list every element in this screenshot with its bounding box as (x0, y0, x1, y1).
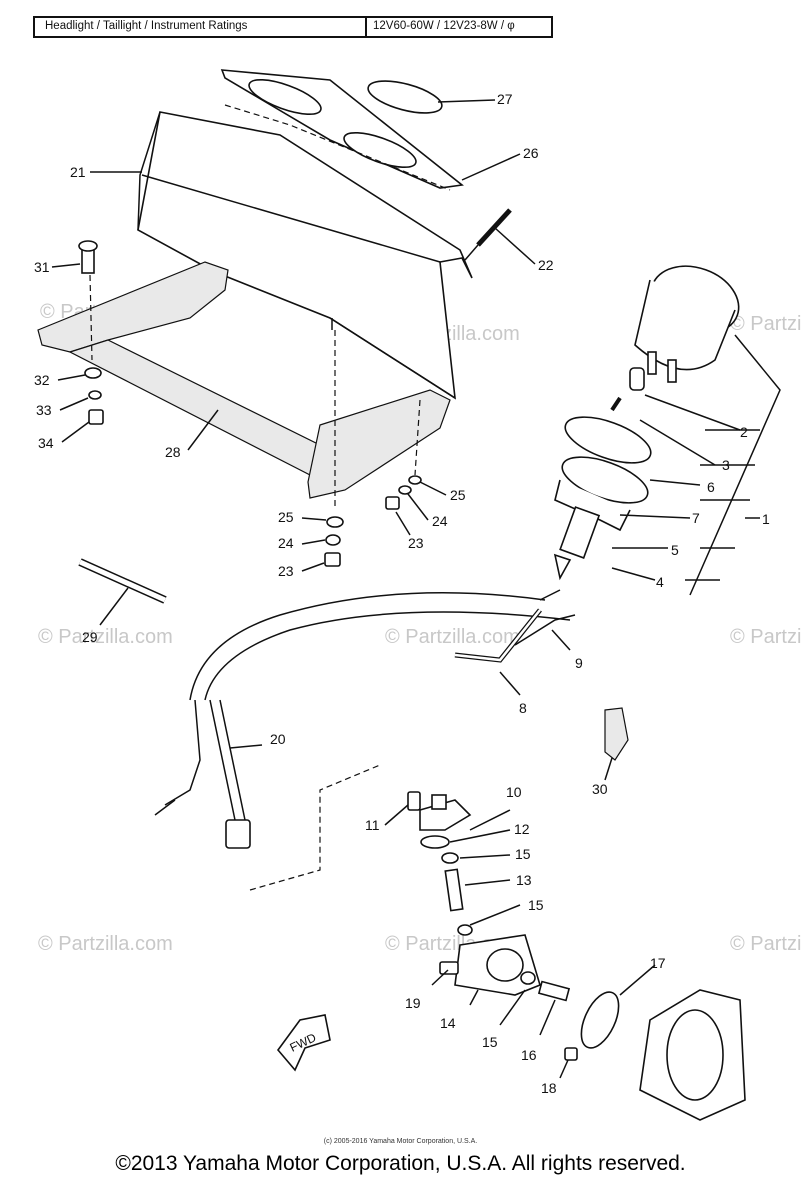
callout-15-mid: 15 (528, 897, 544, 913)
ratings-label: Headlight / Taillight / Instrument Ratin… (35, 18, 367, 36)
callout-24-left: 24 (278, 535, 294, 551)
part-20-switch (154, 699, 381, 891)
callout-8: 8 (519, 700, 527, 716)
callout-18: 18 (541, 1080, 557, 1096)
parts-31-34-fasteners (78, 240, 104, 425)
callout-17: 17 (650, 955, 666, 971)
callout-29: 29 (82, 629, 98, 645)
callout-5: 5 (671, 542, 679, 558)
part-26-gasket (220, 69, 464, 189)
callout-32: 32 (34, 372, 50, 388)
callout-27: 27 (497, 91, 513, 107)
copyright-notice: ©2013 Yamaha Motor Corporation, U.S.A. A… (115, 1152, 686, 1175)
callout-25-right: 25 (450, 487, 466, 503)
watermark: © Partzilla.com (730, 626, 801, 648)
callout-12: 12 (514, 821, 530, 837)
callout-22: 22 (538, 257, 554, 273)
callout-34: 34 (38, 435, 54, 451)
ratings-header-box: Headlight / Taillight / Instrument Ratin… (33, 16, 553, 38)
part-22-screw (464, 208, 512, 261)
callout-20: 20 (270, 731, 286, 747)
callout-14: 14 (440, 1015, 456, 1031)
callout-31: 31 (34, 259, 50, 275)
watermark: © Partzilla.com (730, 933, 801, 955)
callout-33: 33 (36, 402, 52, 418)
callout-21: 21 (70, 164, 86, 180)
part-29-rod (78, 558, 167, 604)
callout-1: 1 (762, 511, 770, 527)
parts-14-19-gear-housing (431, 934, 746, 1121)
callout-19: 19 (405, 995, 421, 1011)
callout-25-left: 25 (278, 509, 294, 525)
parts-10-15-drive-gear (407, 791, 521, 936)
part-28-bracket (37, 261, 456, 510)
callout-15-bottom: 15 (482, 1034, 498, 1050)
part-21-meter-cover (137, 104, 473, 400)
callout-30: 30 (592, 781, 608, 797)
callout-6: 6 (707, 479, 715, 495)
watermark: © Partzilla.com (385, 626, 520, 648)
callout-10: 10 (506, 784, 522, 800)
part-1-meter-assembly (553, 265, 781, 596)
part-30-clip (604, 707, 629, 761)
callout-23-right: 23 (408, 535, 424, 551)
callout-2: 2 (740, 424, 748, 440)
callout-16: 16 (521, 1047, 537, 1063)
watermark: © Partzilla.com (38, 626, 173, 648)
ratings-value: 12V60-60W / 12V23-8W / φ (373, 20, 515, 32)
parts-23-25-fasteners (324, 399, 422, 567)
callout-labels: 27 26 21 22 31 32 33 34 28 2 3 6 1 7 5 4… (34, 91, 770, 1096)
callout-3: 3 (722, 457, 730, 473)
fwd-arrow: FWD (276, 1014, 331, 1072)
part-27-lens (367, 80, 443, 114)
callout-28: 28 (165, 444, 181, 460)
callout-15-top: 15 (515, 846, 531, 862)
callout-24-right: 24 (432, 513, 448, 529)
watermark: © Partzilla.com (38, 933, 173, 955)
callout-7: 7 (692, 510, 700, 526)
callout-26: 26 (523, 145, 539, 161)
callout-9: 9 (575, 655, 583, 671)
callout-13: 13 (516, 872, 532, 888)
callout-4: 4 (656, 574, 664, 590)
callout-23-left: 23 (278, 563, 294, 579)
small-copyright-notice: (c) 2005-2016 Yamaha Motor Corporation, … (323, 1138, 478, 1145)
parts-8-9-cables (189, 589, 576, 701)
watermark: © Partzilla.com (730, 313, 801, 335)
callout-11: 11 (365, 817, 380, 833)
